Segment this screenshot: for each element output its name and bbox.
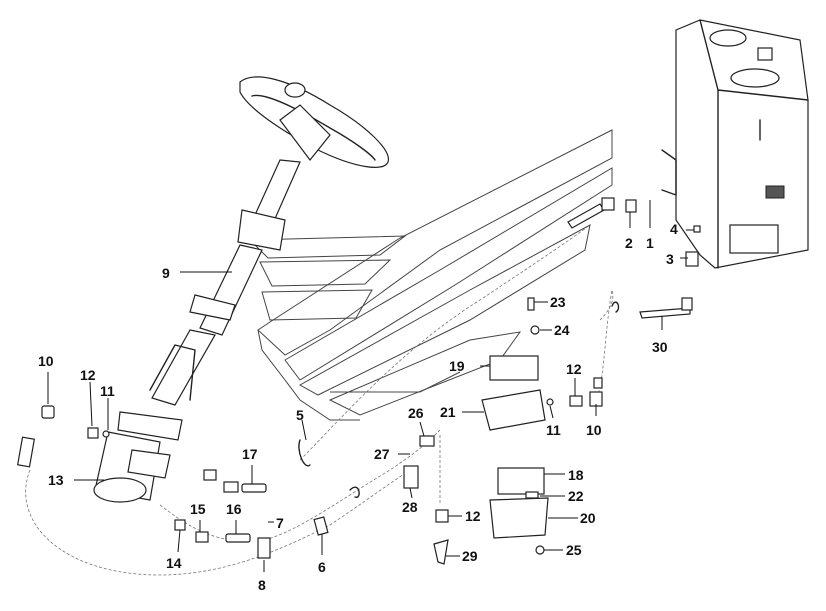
callout-23: 23	[550, 294, 566, 310]
callout-2: 2	[625, 235, 633, 251]
callout-7: 7	[276, 515, 284, 531]
callout-30: 30	[652, 339, 668, 355]
callout-13: 13	[48, 472, 64, 488]
callout-26: 26	[408, 405, 424, 421]
callout-27: 27	[374, 446, 390, 462]
callout-17: 17	[242, 446, 258, 462]
callout-11-right: 11	[546, 422, 561, 438]
steering-wheel	[239, 76, 389, 168]
callout-16: 16	[226, 501, 242, 517]
callout-9: 9	[162, 265, 170, 281]
callout-12-right: 12	[566, 361, 582, 377]
callout-24: 24	[554, 322, 570, 338]
leader-lines	[47, 200, 694, 572]
callout-28: 28	[402, 499, 418, 515]
callout-10-left: 10	[38, 353, 54, 369]
callout-21: 21	[440, 404, 456, 420]
callout-11-left: 11	[100, 383, 115, 399]
callout-15: 15	[190, 501, 206, 517]
right-fittings	[567, 197, 701, 407]
valve-assembly	[403, 297, 554, 565]
callout-8: 8	[258, 577, 266, 593]
callout-25: 25	[566, 542, 582, 558]
callout-18: 18	[568, 467, 584, 483]
callout-1: 1	[646, 235, 654, 251]
callout-19: 19	[449, 358, 465, 374]
steering-column	[117, 159, 301, 441]
callout-5: 5	[296, 407, 304, 423]
left-fittings	[16, 405, 360, 559]
callout-4: 4	[670, 221, 678, 237]
callout-12-bottom: 12	[465, 508, 481, 524]
callout-22: 22	[568, 488, 584, 504]
callout-12-left: 12	[80, 367, 96, 383]
callout-14: 14	[166, 555, 182, 571]
callout-6: 6	[318, 559, 326, 575]
body-panel-outline	[248, 129, 613, 421]
callout-20: 20	[580, 510, 596, 526]
callout-labels: 1 2 3 4 5 6 7 8 9 10 10 11 11 12 12 12 1…	[38, 221, 678, 593]
steering-unit	[93, 431, 171, 503]
callout-29: 29	[462, 548, 478, 564]
hydraulic-tank	[661, 19, 809, 269]
callout-10-right: 10	[586, 422, 602, 438]
callout-3: 3	[666, 251, 674, 267]
